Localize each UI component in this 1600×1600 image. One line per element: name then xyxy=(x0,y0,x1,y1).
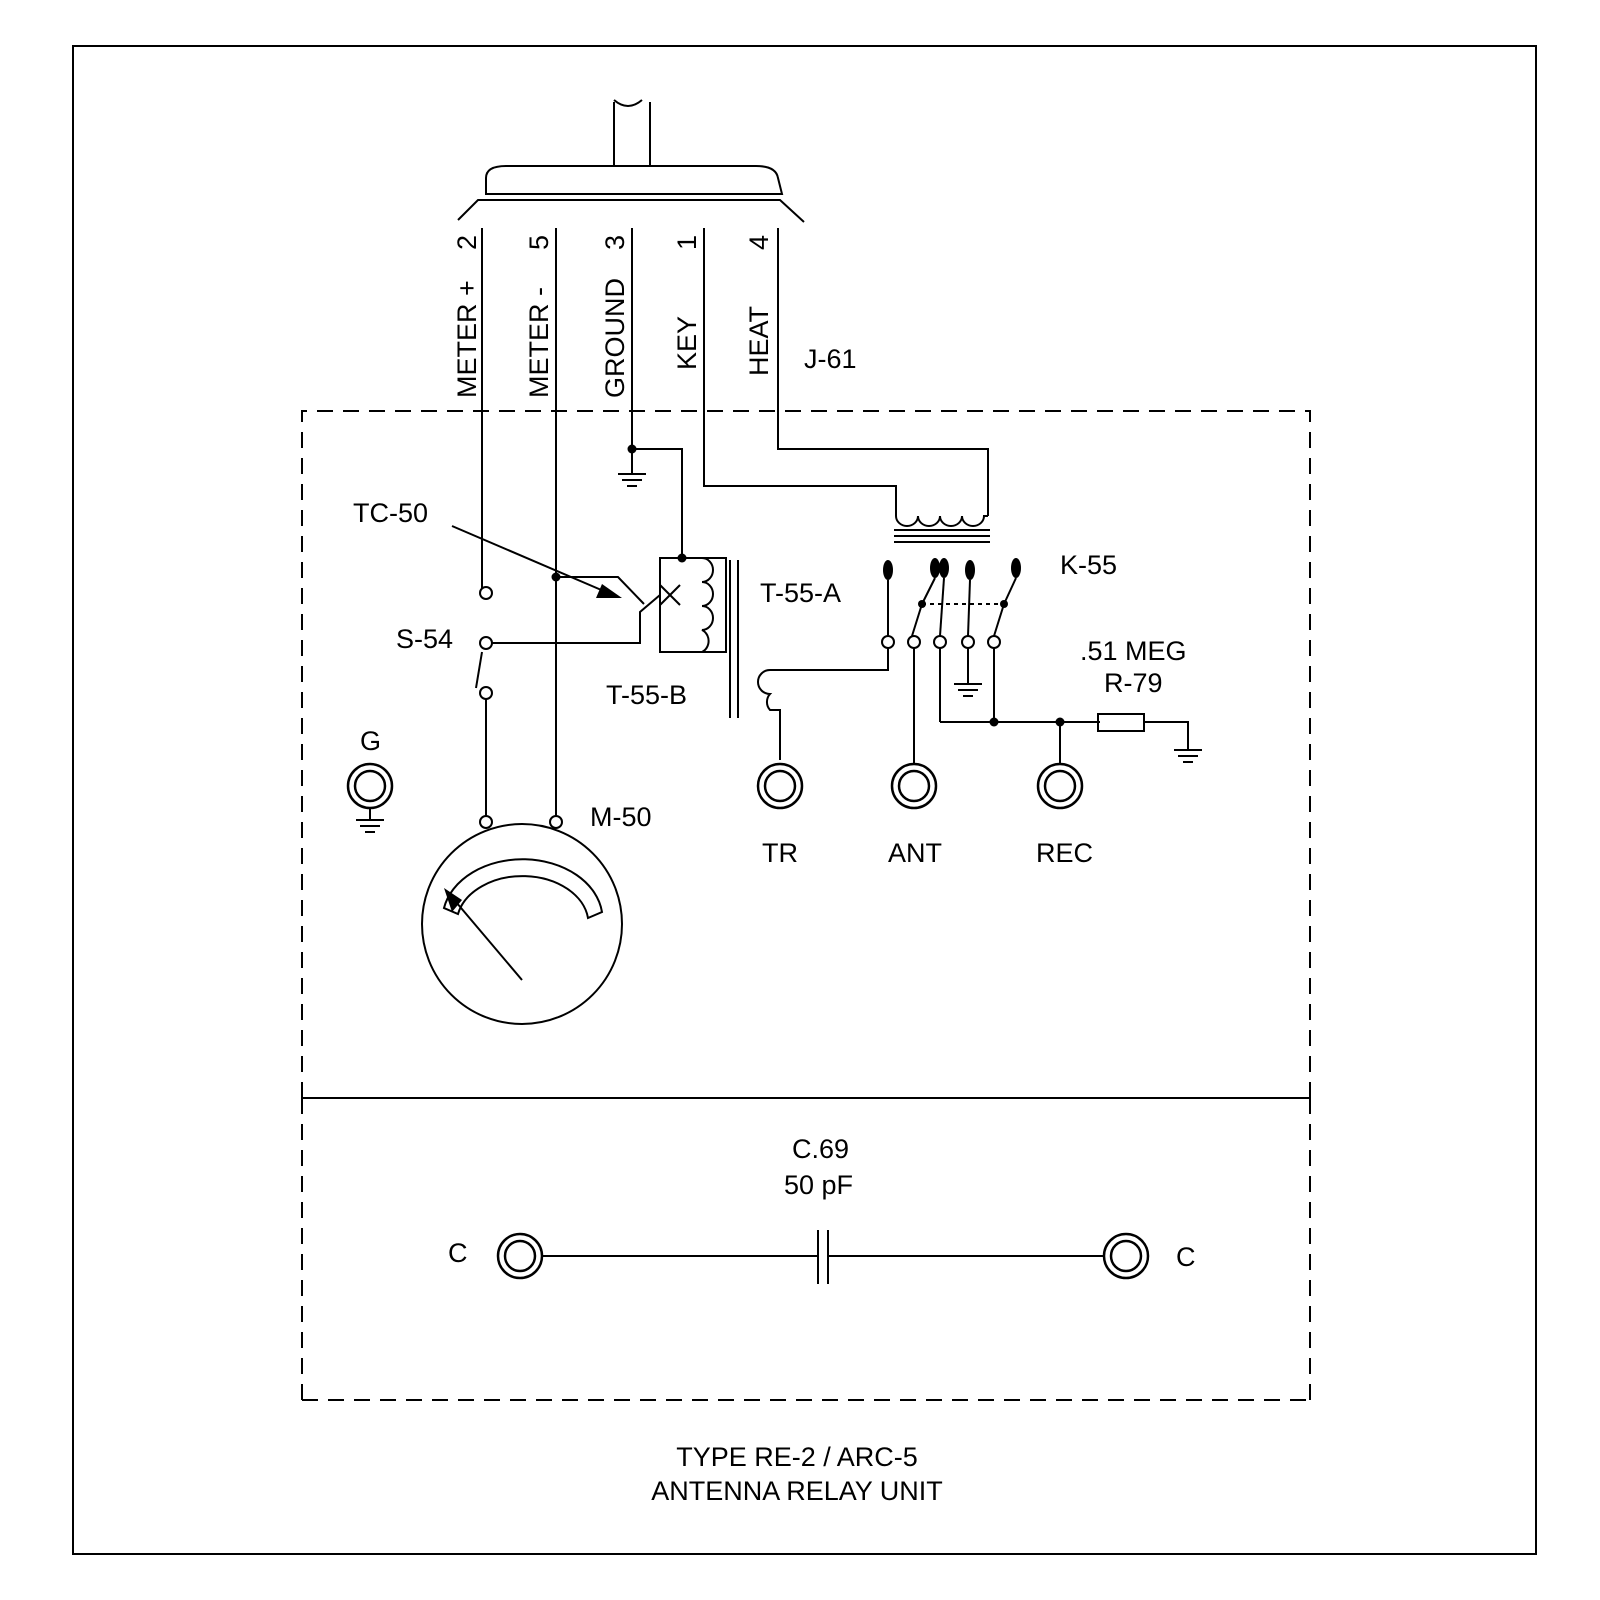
caption-line-2: ANTENNA RELAY UNIT xyxy=(651,1476,943,1506)
label-r79: R-79 xyxy=(1104,668,1163,698)
label-g: G xyxy=(360,726,381,756)
label-k55: K-55 xyxy=(1060,550,1117,580)
relay-unit-enclosure xyxy=(301,410,1311,1401)
resistor-r79 xyxy=(1097,713,1202,763)
ground-jack-g xyxy=(346,762,394,833)
label-tr: TR xyxy=(762,838,798,868)
label-c-left: C xyxy=(448,1238,468,1268)
caption-line-1: TYPE RE-2 / ARC-5 xyxy=(676,1442,918,1472)
connector-ref: J-61 xyxy=(804,344,857,374)
label-t55a: T-55-A xyxy=(760,578,841,608)
pin-label-ground: GROUND xyxy=(600,278,630,398)
pin-label-key: KEY xyxy=(672,316,702,370)
label-capacitor-value: 50 pF xyxy=(784,1170,853,1200)
switch-s54 xyxy=(475,586,493,818)
relay-contacts-k55 xyxy=(881,558,1100,770)
pin-number-2: 2 xyxy=(452,235,482,250)
jack-tr xyxy=(756,762,804,810)
label-c-right: C xyxy=(1176,1242,1196,1272)
pin-number-1: 1 xyxy=(672,235,702,250)
label-s54: S-54 xyxy=(396,624,453,654)
outer-frame xyxy=(72,45,1537,1555)
label-c69: C.69 xyxy=(792,1134,849,1164)
label-resistor-value: .51 MEG xyxy=(1080,636,1187,666)
pin-label-meter-minus: METER - xyxy=(524,287,554,398)
label-m50: M-50 xyxy=(590,802,652,832)
pin-label-meter-plus: METER + xyxy=(452,280,482,398)
pin-label-heat: HEAT xyxy=(744,306,774,376)
label-t55b: T-55-B xyxy=(606,680,687,710)
pin-number-5: 5 xyxy=(524,235,554,250)
pin-number-4: 4 xyxy=(744,235,774,250)
plug-pin-labels: METER + 2 METER - 5 GROUND 3 KEY 1 HEAT … xyxy=(452,235,857,398)
ground-junction xyxy=(618,444,646,487)
connector-plug-j61 xyxy=(457,99,805,223)
label-rec: REC xyxy=(1036,838,1093,868)
jack-ant xyxy=(890,762,938,810)
transformer-t55 xyxy=(682,557,889,760)
capacitor-c69 xyxy=(496,1230,1150,1284)
label-ant: ANT xyxy=(888,838,942,868)
label-tc50: TC-50 xyxy=(353,498,428,528)
pin-number-3: 3 xyxy=(600,235,630,250)
relay-coil xyxy=(894,515,990,543)
jack-rec xyxy=(1036,762,1084,810)
thermocouple-tc50 xyxy=(451,525,727,653)
meter-m50 xyxy=(421,577,623,1025)
